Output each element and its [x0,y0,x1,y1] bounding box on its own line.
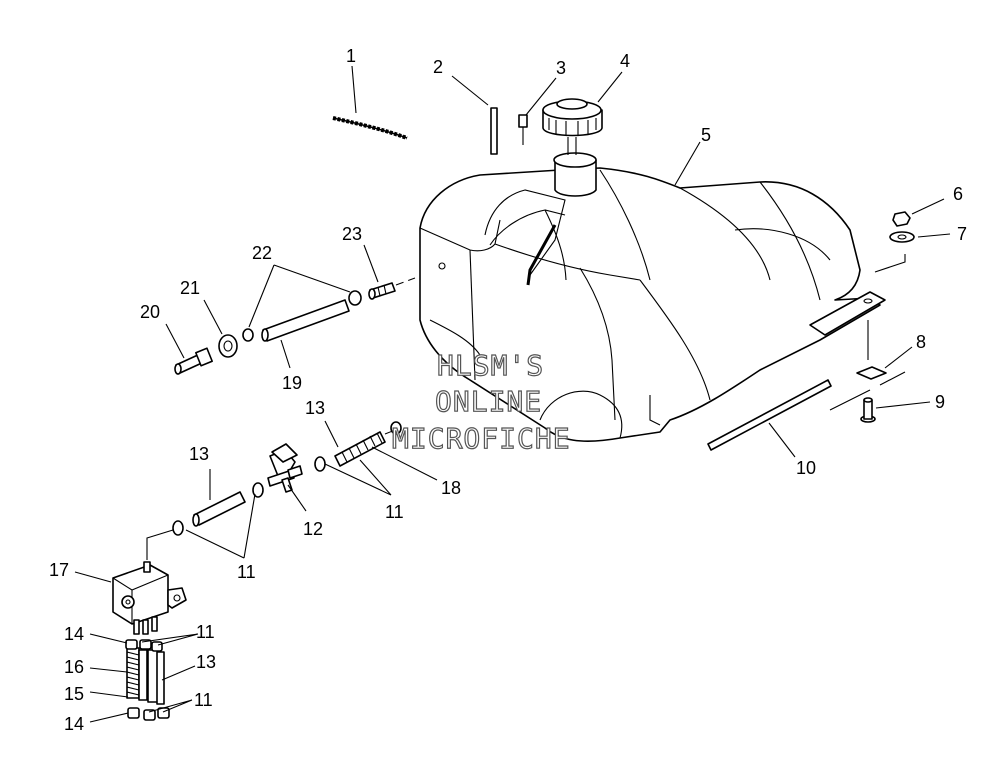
callout-13c: 13 [196,652,216,672]
callout-11b: 11 [237,562,256,582]
callout-6: 6 [953,184,963,204]
callout-labels: 1 2 3 4 5 6 7 8 9 10 23 22 21 20 19 13 1… [49,46,967,734]
vent-hose [332,116,408,140]
callout-21: 21 [180,278,200,298]
fuel-hose-19 [261,299,350,342]
hose-clamp [242,290,362,342]
callout-12: 12 [303,519,323,539]
fuel-valve [267,443,303,493]
callout-13a: 13 [305,398,325,418]
callout-2: 2 [433,57,443,77]
clip [518,114,528,145]
leader-lines [74,65,951,723]
mounting-plate [856,366,887,380]
watermark-line-1: HLSM'S [437,349,544,382]
vent-tube [490,107,498,155]
callout-3: 3 [556,58,566,78]
hose-13-upper [192,491,246,527]
callout-8: 8 [916,332,926,352]
callout-7: 7 [957,224,967,244]
gas-cap [542,98,603,155]
callout-20: 20 [140,302,160,322]
spring-hose-18 [334,431,386,467]
fitting-23 [368,282,396,300]
callout-11d: 11 [194,690,213,710]
callout-14a: 14 [64,624,84,644]
callout-10: 10 [796,458,816,478]
callout-11c: 11 [196,622,215,642]
fuel-pump [112,561,187,635]
watermark: HLSM'S ONLINE MICROFICHE [391,348,571,455]
callout-16: 16 [64,657,84,677]
callout-22: 22 [252,243,272,263]
callout-1: 1 [346,46,356,66]
fuel-tank [419,152,886,442]
callout-15: 15 [64,684,84,704]
callout-18: 18 [441,478,461,498]
callout-17: 17 [49,560,69,580]
callout-23: 23 [342,224,362,244]
callout-19: 19 [282,373,302,393]
pad-strip [707,379,832,451]
watermark-line-3: MICROFICHE [392,422,571,455]
washer [889,231,915,243]
watermark-line-2: ONLINE [435,385,542,418]
callout-4: 4 [620,51,630,71]
callout-9: 9 [935,392,945,412]
nut [892,211,911,227]
fitting-20 [174,347,213,375]
callout-11a: 11 [385,502,404,522]
callout-5: 5 [701,125,711,145]
callout-13b: 13 [189,444,209,464]
callout-14b: 14 [64,714,84,734]
grommet [218,334,238,358]
clamps-11 [172,421,402,536]
bolt [860,397,876,423]
